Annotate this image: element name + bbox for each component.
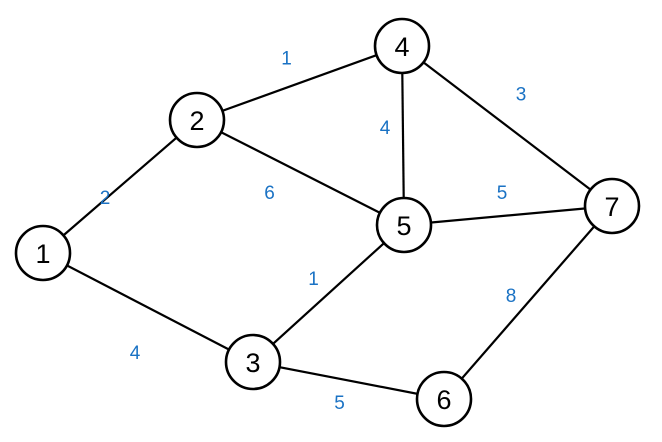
edge-weight-1-3: 4 [130, 343, 141, 364]
node-circle-2 [168, 91, 226, 149]
edge-weight-1-2: 2 [100, 188, 111, 209]
edge-4-5 [400, 45, 406, 226]
node-7: 7 [583, 177, 641, 235]
edge-2-4 [196, 44, 403, 122]
edge-1-2 [42, 119, 198, 254]
node-circle-5 [375, 196, 433, 254]
edges [42, 44, 613, 401]
node-label-3: 3 [245, 348, 260, 378]
node-1: 1 [14, 224, 72, 282]
node-circle-4 [373, 17, 431, 75]
edge-weight-2-5: 6 [264, 183, 275, 204]
edge-4-7 [401, 45, 613, 207]
node-3: 3 [224, 333, 282, 391]
node-circle-1 [14, 224, 72, 282]
node-circle-6 [415, 370, 473, 428]
node-circle-7 [583, 177, 641, 235]
node-label-2: 2 [189, 106, 204, 136]
edge-weight-4-7: 3 [516, 85, 527, 106]
edge-weight-5-3: 1 [308, 269, 319, 290]
node-6: 6 [415, 370, 473, 428]
edge-5-3 [252, 224, 405, 363]
edge-weight-7-6: 8 [506, 286, 517, 307]
node-label-5: 5 [396, 211, 411, 241]
edge-5-7 [403, 204, 613, 227]
edge-1-3 [42, 252, 254, 363]
edge-weights: 2 4 1 6 4 3 5 1 5 8 [100, 49, 527, 415]
node-label-6: 6 [436, 385, 451, 415]
node-circle-3 [224, 333, 282, 391]
edge-2-5 [196, 119, 405, 226]
node-label-7: 7 [604, 192, 619, 222]
edge-weight-3-6: 5 [334, 393, 345, 414]
node-label-1: 1 [35, 239, 50, 269]
edge-7-6 [443, 205, 613, 400]
node-2: 2 [168, 91, 226, 149]
node-4: 4 [373, 17, 431, 75]
edge-weight-2-4: 1 [281, 49, 292, 70]
edge-3-6 [252, 360, 445, 401]
edge-weight-5-7: 5 [497, 183, 508, 204]
nodes: 1 2 3 4 5 6 7 [14, 17, 641, 428]
edge-weight-4-5: 4 [380, 118, 391, 139]
node-5: 5 [375, 196, 433, 254]
node-label-4: 4 [394, 32, 409, 62]
